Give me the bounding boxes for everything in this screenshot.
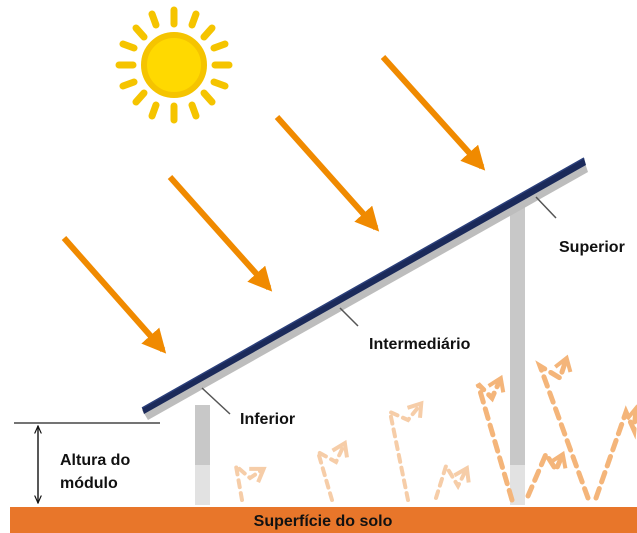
sun-icon <box>115 6 233 124</box>
ground-surface <box>10 507 637 533</box>
dashed-arrow-icon <box>387 400 424 502</box>
dashed-arrow-icon <box>314 439 349 502</box>
support-structure <box>195 200 525 505</box>
arrow-down-right-icon <box>61 236 167 354</box>
incident-light-arrows <box>61 54 486 354</box>
dashed-arrow-icon <box>475 374 515 503</box>
dashed-arrow-icon <box>593 404 637 501</box>
dashed-arrow-icon <box>434 461 471 500</box>
label-altura-line2: módulo <box>60 475 118 492</box>
label-superior: Superior <box>559 239 625 256</box>
reflected-light <box>233 354 637 503</box>
rear-post <box>510 200 525 505</box>
dashed-arrow-icon <box>525 448 568 499</box>
label-intermediario: Intermediário <box>369 336 471 353</box>
leader-lines <box>201 196 557 415</box>
pv-module <box>141 157 588 420</box>
label-altura-line1: Altura do <box>60 452 130 469</box>
label-ground-surface: Superfície do solo <box>254 513 393 530</box>
height-marker <box>14 422 160 503</box>
arrow-down-right-icon <box>380 54 486 171</box>
arrow-down-right-icon <box>167 175 273 292</box>
dashed-arrow-icon <box>233 460 267 502</box>
dashed-arrow-icon <box>535 354 591 501</box>
arrow-down-right-icon <box>274 115 380 232</box>
label-inferior: Inferior <box>240 411 295 428</box>
